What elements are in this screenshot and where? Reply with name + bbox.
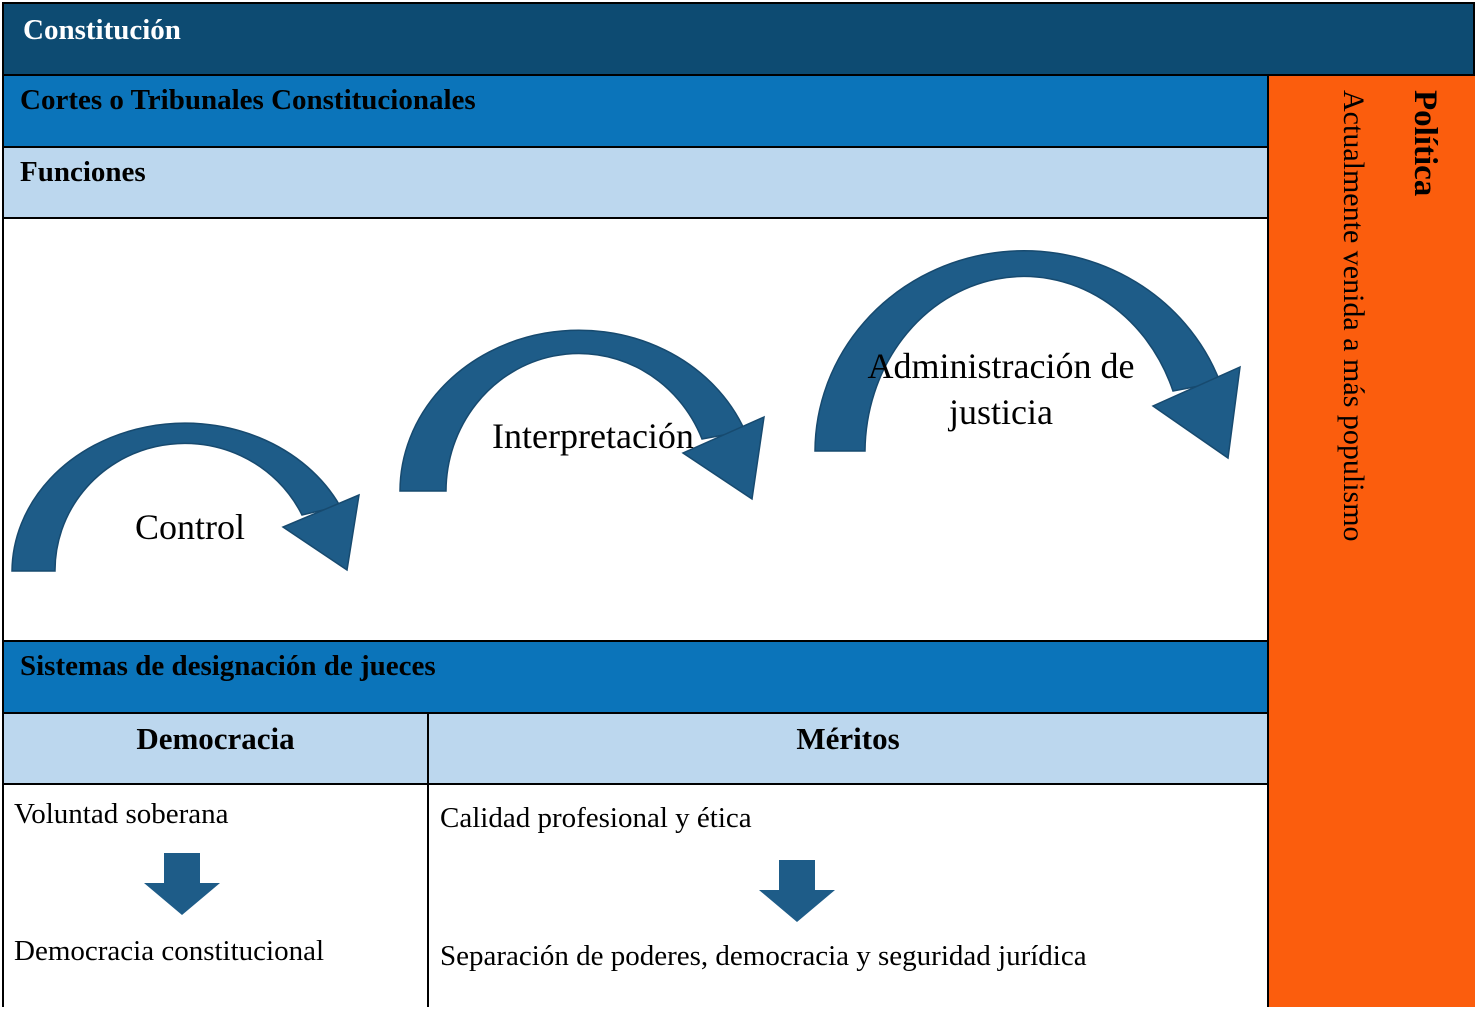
body-cell-democracia: Voluntad soberana Democracia constitucio… (4, 785, 427, 1007)
arc-arrows-graphic (11, 250, 1241, 572)
democracia-result-text: Democracia constitucional (14, 935, 325, 967)
header-meritos-label: Méritos (796, 721, 900, 756)
politics-sidebar: Política Actualmente venida a más populi… (1269, 76, 1475, 1007)
arrowhead-control-icon (281, 493, 360, 572)
courts-label: Cortes o Tribunales Constitucionales (20, 84, 476, 116)
politics-title: Política (1407, 90, 1443, 197)
designation-bar: Sistemas de designación de jueces (4, 642, 1267, 712)
arc-label-control: Control (134, 507, 245, 547)
courts-bar: Cortes o Tribunales Constitucionales (4, 76, 1267, 146)
header-cell-democracia: Democracia (4, 714, 427, 783)
down-arrow-icon (759, 860, 835, 922)
header-democracia-label: Democracia (136, 721, 295, 756)
arc-arrow-administracion (814, 250, 1241, 460)
functions-label: Funciones (20, 156, 146, 188)
down-arrow-icon (144, 853, 220, 915)
arc-band-control (11, 422, 342, 572)
arrowhead-administracion-icon (1151, 365, 1241, 460)
meritos-result-text: Separación de poderes, democracia y segu… (440, 940, 1087, 972)
arc-band-interpretacion (399, 329, 747, 492)
designation-label: Sistemas de designación de jueces (20, 650, 436, 682)
arc-arrow-control (11, 422, 360, 572)
arc-label-administracion: Administración de justicia (867, 346, 1135, 432)
arc-arrow-interpretacion (399, 329, 765, 501)
header-cell-meritos: Méritos (429, 714, 1267, 783)
constitution-bar: Constitución (4, 4, 1473, 74)
meritos-source-text: Calidad profesional y ética (440, 802, 752, 834)
functions-canvas: Control Interpretación Administración de… (4, 219, 1267, 640)
politics-sidebar-text: Política Actualmente venida a más populi… (1335, 76, 1475, 1007)
constitution-title: Constitución (23, 14, 181, 46)
arc-label-interpretacion: Interpretación (492, 416, 694, 456)
democracia-source-text: Voluntad soberana (14, 798, 229, 830)
body-cell-meritos: Calidad profesional y ética Separación d… (429, 785, 1267, 1007)
politics-note: Actualmente venida a más populismo (1337, 90, 1370, 542)
functions-bar: Funciones (4, 148, 1267, 217)
arrowhead-interpretacion-icon (681, 415, 765, 501)
